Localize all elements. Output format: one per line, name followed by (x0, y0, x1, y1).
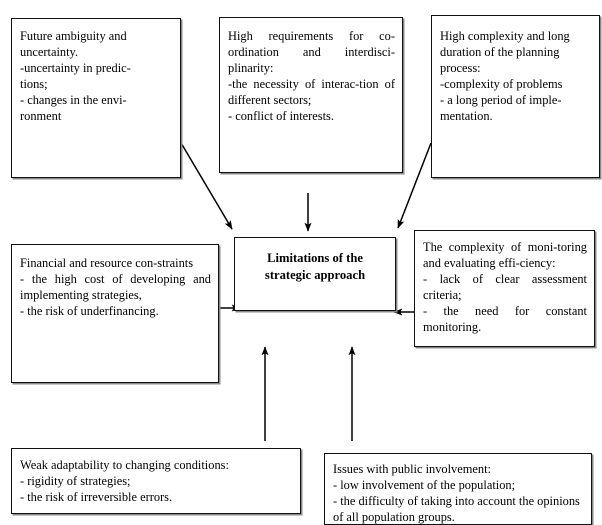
node-planning-complexity-label: High complexity and long duration of the… (440, 29, 570, 124)
node-future-ambiguity[interactable]: Future ambiguity and uncertainty. -uncer… (11, 18, 181, 178)
node-coordination-requirements-label: High requirements for co-ordination and … (228, 29, 395, 124)
node-monitoring-complexity[interactable]: The complexity of moni-toring and evalua… (414, 230, 595, 347)
node-weak-adaptability-label: Weak adaptability to changing conditions… (20, 458, 229, 505)
node-financial-constraints-label: Financial and resource con-straints - th… (20, 256, 211, 319)
node-financial-constraints[interactable]: Financial and resource con-straints - th… (11, 244, 219, 383)
node-public-involvement[interactable]: Issues with public involvement: - low in… (324, 453, 592, 525)
node-future-ambiguity-label: Future ambiguity and uncertainty. -uncer… (20, 29, 131, 124)
node-monitoring-complexity-label: The complexity of moni-toring and evalua… (423, 240, 587, 335)
node-planning-complexity[interactable]: High complexity and long duration of the… (431, 15, 600, 178)
node-coordination-requirements[interactable]: High requirements for co-ordination and … (219, 17, 403, 173)
node-weak-adaptability[interactable]: Weak adaptability to changing conditions… (11, 448, 301, 514)
node-center-limitations-label: Limitations of the strategic approach (264, 251, 366, 282)
node-center-limitations[interactable]: Limitations of the strategic approach (234, 237, 396, 311)
node-public-involvement-label: Issues with public involvement: - low in… (333, 462, 580, 525)
